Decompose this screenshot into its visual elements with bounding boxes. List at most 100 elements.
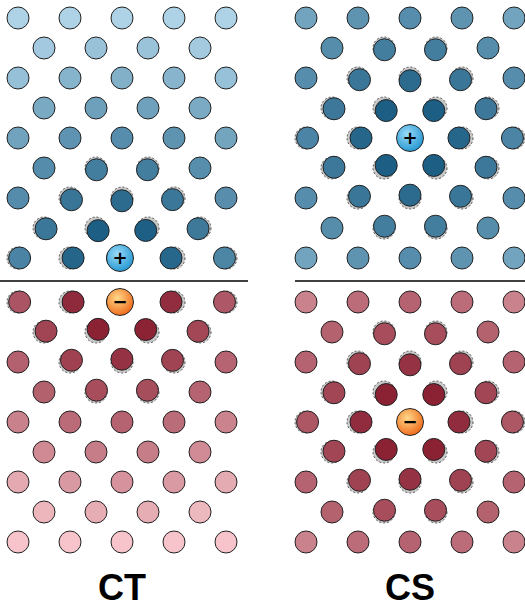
- lattice-atom: [375, 154, 397, 176]
- lattice-atom: [475, 156, 497, 178]
- lattice-atom: [62, 247, 84, 269]
- lattice-atom: [423, 154, 445, 176]
- lattice-atom: [85, 97, 107, 119]
- lattice-atom: [87, 220, 109, 242]
- lattice-atom: [33, 381, 55, 403]
- lattice-atom: [189, 381, 211, 403]
- lattice-atom: [7, 187, 29, 209]
- lattice-atom: [163, 471, 185, 493]
- lattice-atom: [33, 501, 55, 523]
- interface-line: [295, 280, 525, 282]
- lattice-atom: [451, 7, 473, 29]
- lattice-atom: [503, 471, 525, 493]
- lattice-atom: [503, 291, 525, 313]
- lattice-atom: [399, 70, 421, 92]
- lattice-atom: [187, 218, 209, 240]
- lattice-atom: [323, 156, 345, 178]
- charge-sign: +: [402, 129, 417, 147]
- lattice-atom: [475, 98, 497, 120]
- lattice-atom: [59, 7, 81, 29]
- lattice-atom: [7, 531, 29, 553]
- lattice-atom: [9, 291, 31, 313]
- charge-sign: −: [402, 413, 417, 431]
- lattice-atom: [215, 67, 237, 89]
- lattice-atom: [215, 351, 237, 373]
- lattice-atom: [187, 320, 209, 342]
- lattice-atom: [399, 354, 421, 376]
- lattice-atom: [295, 187, 317, 209]
- blue-lattice: [295, 7, 525, 269]
- lattice-atom: [503, 187, 525, 209]
- lattice-atom: [137, 37, 159, 59]
- lattice-atom: [295, 471, 317, 493]
- lattice-atom: [85, 501, 107, 523]
- lattice-atom: [451, 531, 473, 553]
- lattice-atom: [297, 411, 319, 433]
- lattice-atom: [163, 531, 185, 553]
- lattice-atom: [135, 219, 157, 241]
- lattice-atom: [163, 7, 185, 29]
- lattice-atom: [7, 67, 29, 89]
- lattice-atom: [423, 100, 445, 122]
- lattice-atom: [450, 185, 472, 207]
- lattice-atom: [501, 127, 523, 149]
- lattice-atom: [321, 217, 343, 239]
- lattice-atom: [33, 37, 55, 59]
- lattice-atom: [477, 321, 499, 343]
- lattice-atom: [503, 67, 525, 89]
- lattice-atom: [503, 531, 525, 553]
- lattice-atom: [424, 499, 446, 521]
- lattice-atom: [321, 501, 343, 523]
- lattice-atom: [189, 441, 211, 463]
- lattice-atom: [503, 247, 525, 269]
- lattice-atom: [375, 384, 397, 406]
- lattice-atom: [321, 321, 343, 343]
- lattice-atom: [189, 97, 211, 119]
- lattice-atom: [9, 247, 31, 269]
- lattice-atom: [59, 531, 81, 553]
- lattice-atom: [85, 379, 107, 401]
- lattice-atom: [475, 382, 497, 404]
- lattice-atom: [215, 531, 237, 553]
- lattice-atom: [213, 291, 235, 313]
- lattice-atom: [348, 69, 370, 91]
- lattice-atom: [399, 531, 421, 553]
- lattice-atom: [163, 127, 185, 149]
- lattice-atom: [501, 411, 523, 433]
- lattice-atom: [85, 159, 107, 181]
- lattice-atom: [297, 127, 319, 149]
- lattice-atom: [374, 323, 396, 345]
- lattice-atom: [137, 441, 159, 463]
- lattice-atom: [163, 411, 185, 433]
- lattice-atom: [59, 471, 81, 493]
- lattice-atom: [111, 190, 133, 212]
- lattice-atom: [136, 159, 158, 181]
- lattice-atom: [424, 39, 446, 61]
- lattice-atom: [295, 351, 317, 373]
- lattice-atom: [7, 127, 29, 149]
- lattice-atom: [163, 67, 185, 89]
- lattice-atom: [477, 217, 499, 239]
- lattice-atom: [350, 127, 372, 149]
- lattice-atom: [399, 468, 421, 490]
- lattice-atom: [87, 318, 109, 340]
- charge-sign: +: [112, 249, 127, 267]
- lattice-atom: [135, 319, 157, 341]
- lattice-atom: [215, 471, 237, 493]
- lattice-atom: [448, 411, 470, 433]
- lattice-atom: [423, 438, 445, 460]
- lattice-atom: [85, 37, 107, 59]
- lattice-atom: [7, 7, 29, 29]
- lattice-atom: [424, 215, 446, 237]
- lattice-atom: [321, 37, 343, 59]
- panel-label: CT: [98, 567, 146, 609]
- lattice-atom: [375, 438, 397, 460]
- lattice-atom: [399, 184, 421, 206]
- lattice-atom: [137, 501, 159, 523]
- lattice-atom: [85, 441, 107, 463]
- lattice-atom: [374, 39, 396, 61]
- lattice-atom: [295, 291, 317, 313]
- charge-circle: +: [396, 124, 424, 152]
- lattice-atom: [111, 127, 133, 149]
